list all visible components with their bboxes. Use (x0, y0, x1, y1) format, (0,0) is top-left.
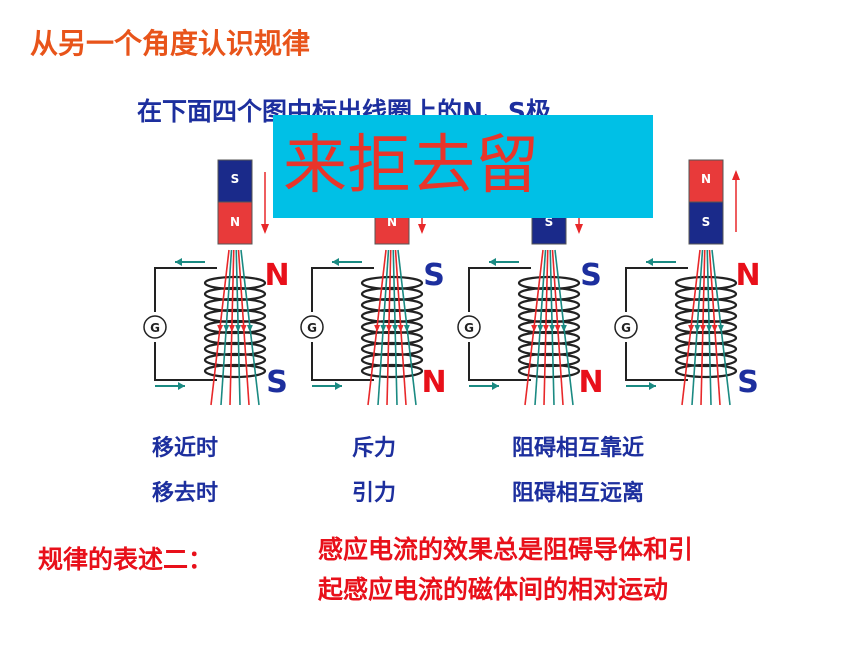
label-hinder-approach: 阻碍相互靠近 (512, 436, 645, 461)
field-arrow (403, 325, 410, 332)
circuit-wire (468, 342, 531, 381)
field-arrow (542, 325, 549, 332)
field-arrow (554, 325, 561, 332)
field-arrow (246, 325, 253, 332)
galvanometer-icon (143, 315, 167, 339)
rule-title: 规律的表述二： (38, 545, 214, 574)
magnet-top-label: N (701, 172, 711, 186)
field-arrow (694, 325, 701, 332)
label-hinder-leave: 阻碍相互远离 (512, 481, 645, 506)
circuit-wire (311, 342, 374, 381)
field-arrow (549, 325, 556, 332)
current-arrow-head (646, 258, 653, 266)
label-approach: 移近时 (152, 436, 219, 461)
field-arrow (374, 325, 381, 332)
magnet-top-label: S (231, 172, 240, 186)
field-arrow (217, 325, 224, 332)
field-arrow (706, 325, 713, 332)
circuit-wire (625, 342, 688, 381)
coil-turn (360, 363, 424, 379)
magnet-bottom-half (217, 201, 253, 245)
coil-turn (517, 363, 581, 379)
field-arrow (717, 325, 724, 332)
page-title: 从另一个角度认识规律 (30, 27, 311, 60)
current-arrow-head (175, 258, 182, 266)
label-leave: 移去时 (152, 481, 219, 506)
field-arrow (560, 325, 567, 332)
magnet-bottom-label: N (387, 215, 397, 229)
coil-turn (203, 363, 267, 379)
field-arrow (699, 325, 706, 332)
magnet-top-half (217, 159, 253, 203)
field-arrow (537, 325, 544, 332)
coil-pole-bottom: N (578, 365, 603, 400)
magnet-top-half (688, 159, 724, 203)
current-arrow-head (649, 382, 656, 390)
rule-text-line2: 起感应电流的磁体间的相对运动 (318, 575, 669, 604)
galvanometer-icon (300, 315, 324, 339)
coil-diagram-2: G N S N (300, 172, 447, 406)
coil-turn (674, 363, 738, 379)
motion-arrow-head (418, 224, 426, 234)
coil-pole-top: S (580, 258, 602, 293)
coil-pole-top: S (423, 258, 445, 293)
field-arrow (392, 325, 399, 332)
motion-arrow-head (575, 224, 583, 234)
field-arrow (397, 325, 404, 332)
field-arrow (385, 325, 392, 332)
magnet-bottom-label: N (230, 215, 240, 229)
label-repel: 斥力 (352, 436, 397, 461)
galvanometer-symbol: G (464, 321, 474, 335)
magnet-bottom-label: S (545, 215, 554, 229)
magnet-bottom-label: S (702, 215, 711, 229)
coil-pole-top: N (264, 258, 289, 293)
rule-text-line1: 感应电流的效果总是阻碍导体和引 (318, 535, 694, 564)
circuit-wire (468, 267, 531, 312)
galvanometer-icon (457, 315, 481, 339)
field-arrow (228, 325, 235, 332)
galvanometer-symbol: G (621, 321, 631, 335)
current-arrow-head (489, 258, 496, 266)
coil-diagram-4: G N S N S (614, 159, 761, 406)
field-arrow (235, 325, 242, 332)
coil-pole-bottom: S (737, 365, 759, 400)
magnet-bottom-half (688, 201, 724, 245)
galvanometer-symbol: G (307, 321, 317, 335)
galvanometer-symbol: G (150, 321, 160, 335)
circuit-wire (311, 267, 374, 312)
circuit-wire (154, 342, 217, 381)
circuit-wire (625, 267, 688, 312)
field-arrow (223, 325, 230, 332)
coil-pole-bottom: N (421, 365, 446, 400)
coil-pole-top: N (735, 258, 760, 293)
field-arrow (240, 325, 247, 332)
coil-diagrams: G S N N S G N S N G S S N G N S N S (143, 159, 761, 406)
current-arrow-head (332, 258, 339, 266)
banner-text: 来拒去留 (283, 129, 539, 203)
field-arrow (711, 325, 718, 332)
coil-pole-bottom: S (266, 365, 288, 400)
galvanometer-icon (614, 315, 638, 339)
current-arrow-head (335, 382, 342, 390)
motion-arrow-head (261, 224, 269, 234)
current-arrow-head (178, 382, 185, 390)
coil-diagram-1: G S N N S (143, 159, 290, 406)
current-arrow-head (492, 382, 499, 390)
circuit-wire (154, 267, 217, 312)
label-attract: 引力 (352, 481, 397, 506)
motion-arrow-head (732, 170, 740, 180)
field-arrow (688, 325, 695, 332)
field-arrow (531, 325, 538, 332)
field-arrow (380, 325, 387, 332)
banner-box (273, 115, 653, 218)
